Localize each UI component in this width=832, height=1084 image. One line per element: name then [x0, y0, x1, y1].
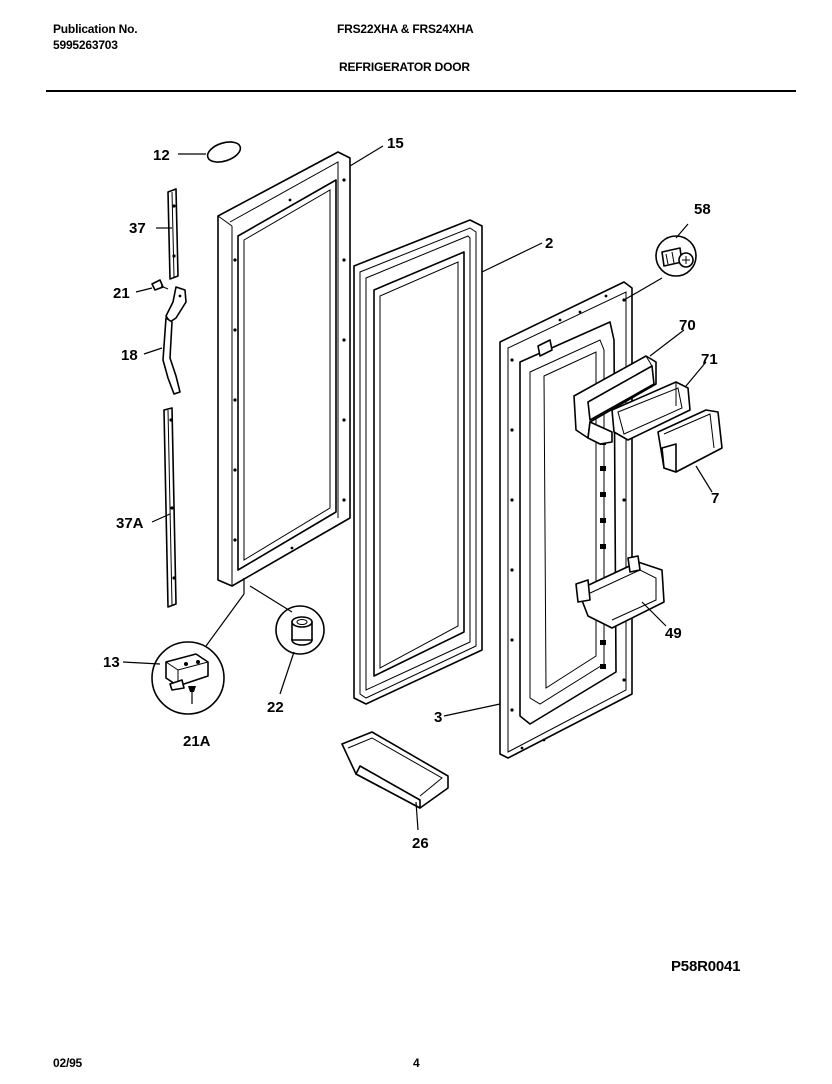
callout-21A: 21A — [183, 733, 211, 750]
section-title: REFRIGERATOR DOOR — [339, 60, 470, 74]
callout-7: 7 — [711, 490, 719, 507]
callout-71: 71 — [701, 351, 718, 368]
callout-18: 18 — [121, 347, 138, 364]
diagram-code: P58R0041 — [671, 958, 741, 975]
callout-70: 70 — [679, 317, 696, 334]
part-13-hinge-plate — [151, 641, 225, 715]
part-7-trim — [657, 409, 723, 473]
part-37A-strip — [163, 407, 177, 608]
publication-number: 5995263703 — [53, 38, 118, 52]
callout-37: 37 — [129, 220, 146, 237]
model-numbers: FRS22XHA & FRS24XHA — [337, 22, 474, 36]
part-21A-screw — [188, 686, 196, 704]
callout-15: 15 — [387, 135, 404, 152]
leader-lines — [122, 145, 713, 831]
part-37-strip — [167, 188, 179, 280]
callout-26: 26 — [412, 835, 429, 852]
part-58-screw — [655, 235, 697, 277]
callout-12: 12 — [153, 147, 170, 164]
part-3-door-liner — [499, 281, 633, 759]
publication-label: Publication No. — [53, 22, 138, 36]
callout-labels: 12 15 37 21 18 37A 2 58 70 71 7 49 13 22… — [103, 135, 719, 852]
callout-22: 22 — [267, 699, 284, 716]
part-71-shelf-bin — [611, 381, 691, 441]
part-18-hinge — [162, 286, 187, 395]
part-49-door-shelf — [575, 555, 665, 629]
page-number: 4 — [413, 1056, 420, 1070]
callout-37A: 37A — [116, 515, 144, 532]
callout-2: 2 — [545, 235, 553, 252]
part-15-door-frame — [217, 151, 351, 587]
callout-13: 13 — [103, 654, 120, 671]
header-rule — [46, 90, 796, 92]
part-26-bottom-bin — [341, 731, 449, 809]
part-22-bushing — [275, 605, 325, 655]
part-70-dairy-bin — [573, 355, 657, 445]
part-12-plug — [206, 141, 242, 163]
callout-58: 58 — [694, 201, 711, 218]
callout-21: 21 — [113, 285, 130, 302]
part-2-gasket — [353, 219, 483, 705]
callout-49: 49 — [665, 625, 682, 642]
footer-date: 02/95 — [53, 1056, 83, 1070]
part-21-screw — [151, 279, 169, 291]
callout-3: 3 — [434, 709, 442, 726]
